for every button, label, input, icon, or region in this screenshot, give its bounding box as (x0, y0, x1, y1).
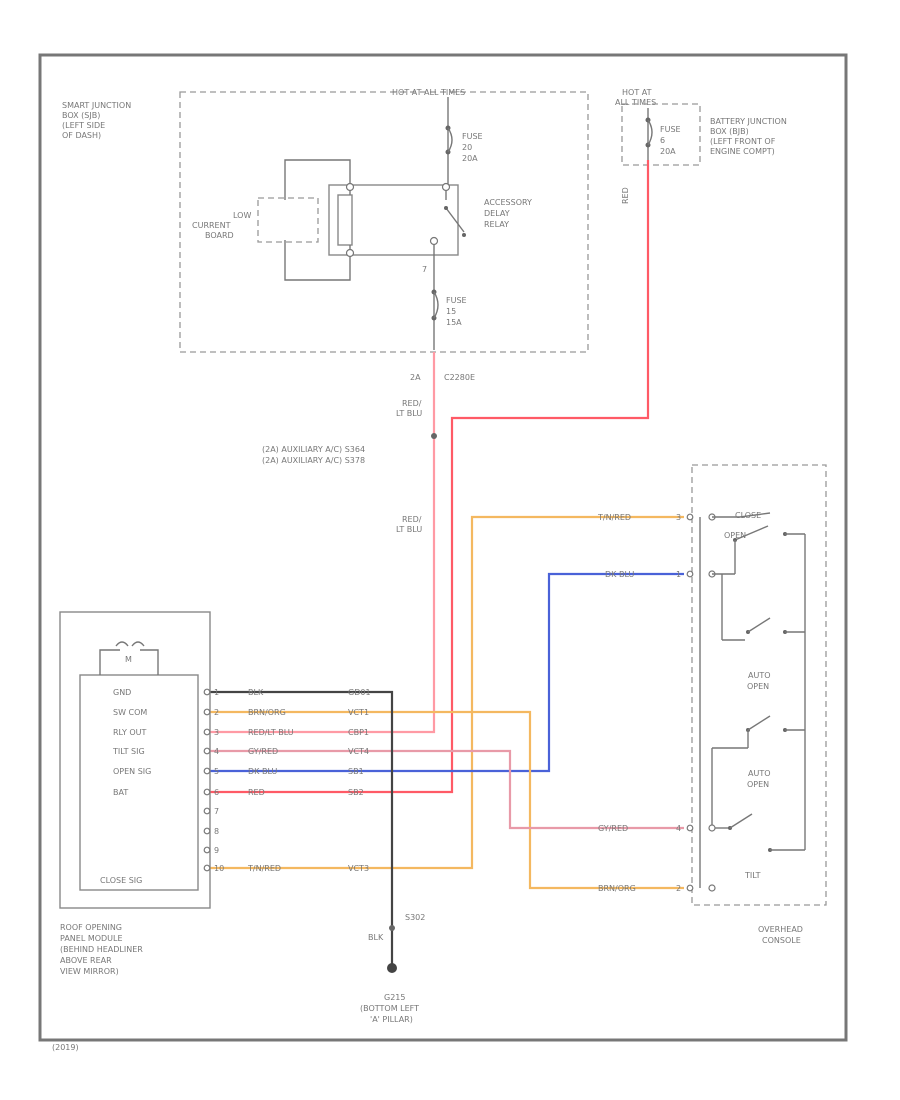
console-pin-terminal (686, 570, 694, 578)
module-pin-number: 1 (214, 688, 219, 697)
auto-open-label-2: AUTO OPEN (747, 769, 773, 789)
console-pin-number: 3 (676, 513, 681, 522)
module-pin-label: SW COM (113, 708, 147, 717)
module-pin-terminal (203, 728, 211, 736)
overhead-console-outline (691, 464, 827, 906)
footer-code: (2019) (52, 1043, 79, 1052)
module-pin-number: 4 (214, 747, 219, 756)
wire-gy-red (207, 749, 684, 830)
module-pin-terminal (203, 708, 211, 716)
module-pin-terminal (203, 827, 211, 835)
console-pin-terminal (686, 884, 694, 892)
module-pin-number: 3 (214, 728, 219, 737)
wire-blk (207, 690, 394, 968)
fuse-15-pin: 7 (422, 265, 427, 274)
auto-open-label-1: AUTO OPEN (747, 671, 773, 691)
module-pin-label: OPEN SIG (113, 767, 151, 776)
module-pin-number: 10 (214, 864, 224, 873)
module-wire-color: GY/RED (248, 747, 278, 756)
low-current-board-label: LOW CURRENT BOARD (192, 211, 254, 240)
diagram-frame (38, 53, 848, 1042)
wire-brn-org (207, 710, 684, 890)
module-pin-number: 2 (214, 708, 219, 717)
module-wire-color: RED (248, 788, 265, 797)
motor-symbol: M (125, 655, 132, 664)
module-pin-terminal (203, 688, 211, 696)
module-circuit-id: GD01 (348, 688, 371, 697)
console-pin-terminal (686, 513, 694, 521)
fuse-6-label: FUSE 6 20A (660, 125, 683, 156)
red-wire-label: RED (621, 187, 630, 204)
wires (207, 160, 684, 968)
console-wire-color: DK BLU (605, 570, 634, 579)
close-sig-label: CLOSE SIG (100, 876, 142, 885)
blk-label: BLK (368, 933, 384, 942)
module-pin-number: 6 (214, 788, 219, 797)
module-pin-terminal (203, 767, 211, 775)
module-pin-terminal (203, 846, 211, 854)
roof-opening-panel-module-outline (59, 611, 211, 909)
console-pin-number: 2 (676, 884, 681, 893)
wire-dk-blu (207, 572, 684, 773)
console-open-label: OPEN (724, 531, 746, 540)
module-wire-color: DK BLU (248, 767, 277, 776)
module-circuit-id: VCT4 (348, 747, 369, 756)
module-body (79, 674, 199, 891)
overhead-console-label: OVERHEAD CONSOLE (758, 925, 806, 945)
console-pin-terminal (686, 824, 694, 832)
sjb-outline (179, 91, 589, 353)
red-lt-blu-label-1: RED/ LT BLU (396, 399, 424, 418)
module-wire-color: T/N/RED (247, 864, 281, 873)
sjb-connector-id: C2280E (444, 373, 475, 382)
module-pin-number: 7 (214, 807, 219, 816)
hot-all-times-bjb-label: HOT AT ALL TIMES (615, 88, 656, 107)
sjb-connector-pin: 2A (410, 373, 421, 382)
module-pin-terminal (203, 864, 211, 872)
ground-splice-label: S302 (405, 913, 425, 922)
module-circuit-id: VCT3 (348, 864, 369, 873)
console-wire-color: BRN/ORG (598, 884, 636, 893)
wire-red-lt-blu (207, 352, 436, 734)
red-lt-blu-label-2: RED/ LT BLU (396, 515, 424, 534)
fuse-15-label: FUSE 15 15A (446, 296, 469, 327)
module-wire-color: BLK (248, 688, 264, 697)
console-wire-color: T/N/RED (597, 513, 631, 522)
module-wire-color: RED/LT BLU (248, 728, 294, 737)
module-circuit-id: VCT1 (348, 708, 369, 717)
accessory-delay-relay (328, 184, 459, 256)
tilt-label: TILT (744, 871, 761, 880)
module-pin-label: RLY OUT (113, 728, 147, 737)
wire-tan-red (207, 515, 684, 870)
console-pin-number: 1 (676, 570, 681, 579)
console-pin-number: 4 (676, 824, 681, 833)
roof-opening-panel-module-label: ROOF OPENING PANEL MODULE (BEHIND HEADLI… (60, 923, 145, 976)
module-pin-terminal (203, 807, 211, 815)
console-wire-color: GY/RED (598, 824, 628, 833)
module-pin-label: BAT (113, 788, 128, 797)
fuse-20-label: FUSE 20 20A (462, 132, 485, 163)
module-circuit-id: SB2 (348, 788, 364, 797)
sjb-label: SMART JUNCTION BOX (SJB) (LEFT SIDE OF D… (62, 101, 134, 140)
ground-label: G215 (BOTTOM LEFT 'A' PILLAR) (360, 993, 422, 1024)
module-pin-terminal (203, 788, 211, 796)
module-pin-number: 9 (214, 846, 219, 855)
bjb-label: BATTERY JUNCTION BOX (BJB) (LEFT FRONT O… (710, 117, 789, 156)
module-pin-number: 8 (214, 827, 219, 836)
module-pin-label: TILT SIG (112, 747, 145, 756)
module-circuit-id: CBP1 (348, 728, 369, 737)
module-pin-number: 5 (214, 767, 219, 776)
module-pin-label: GND (113, 688, 131, 697)
accessory-delay-relay-label: ACCESSORY DELAY RELAY (484, 198, 535, 229)
module-wire-color: BRN/ORG (248, 708, 286, 717)
module-pin-terminal (203, 747, 211, 755)
wire-red (207, 160, 650, 794)
hot-all-times-label: HOT AT ALL TIMES (392, 88, 465, 97)
console-close-label: CLOSE (735, 511, 761, 520)
module-circuit-id: SB1 (348, 767, 364, 776)
splice-label: (2A) AUXILIARY A/C) S364 (2A) AUXILIARY … (262, 445, 368, 465)
